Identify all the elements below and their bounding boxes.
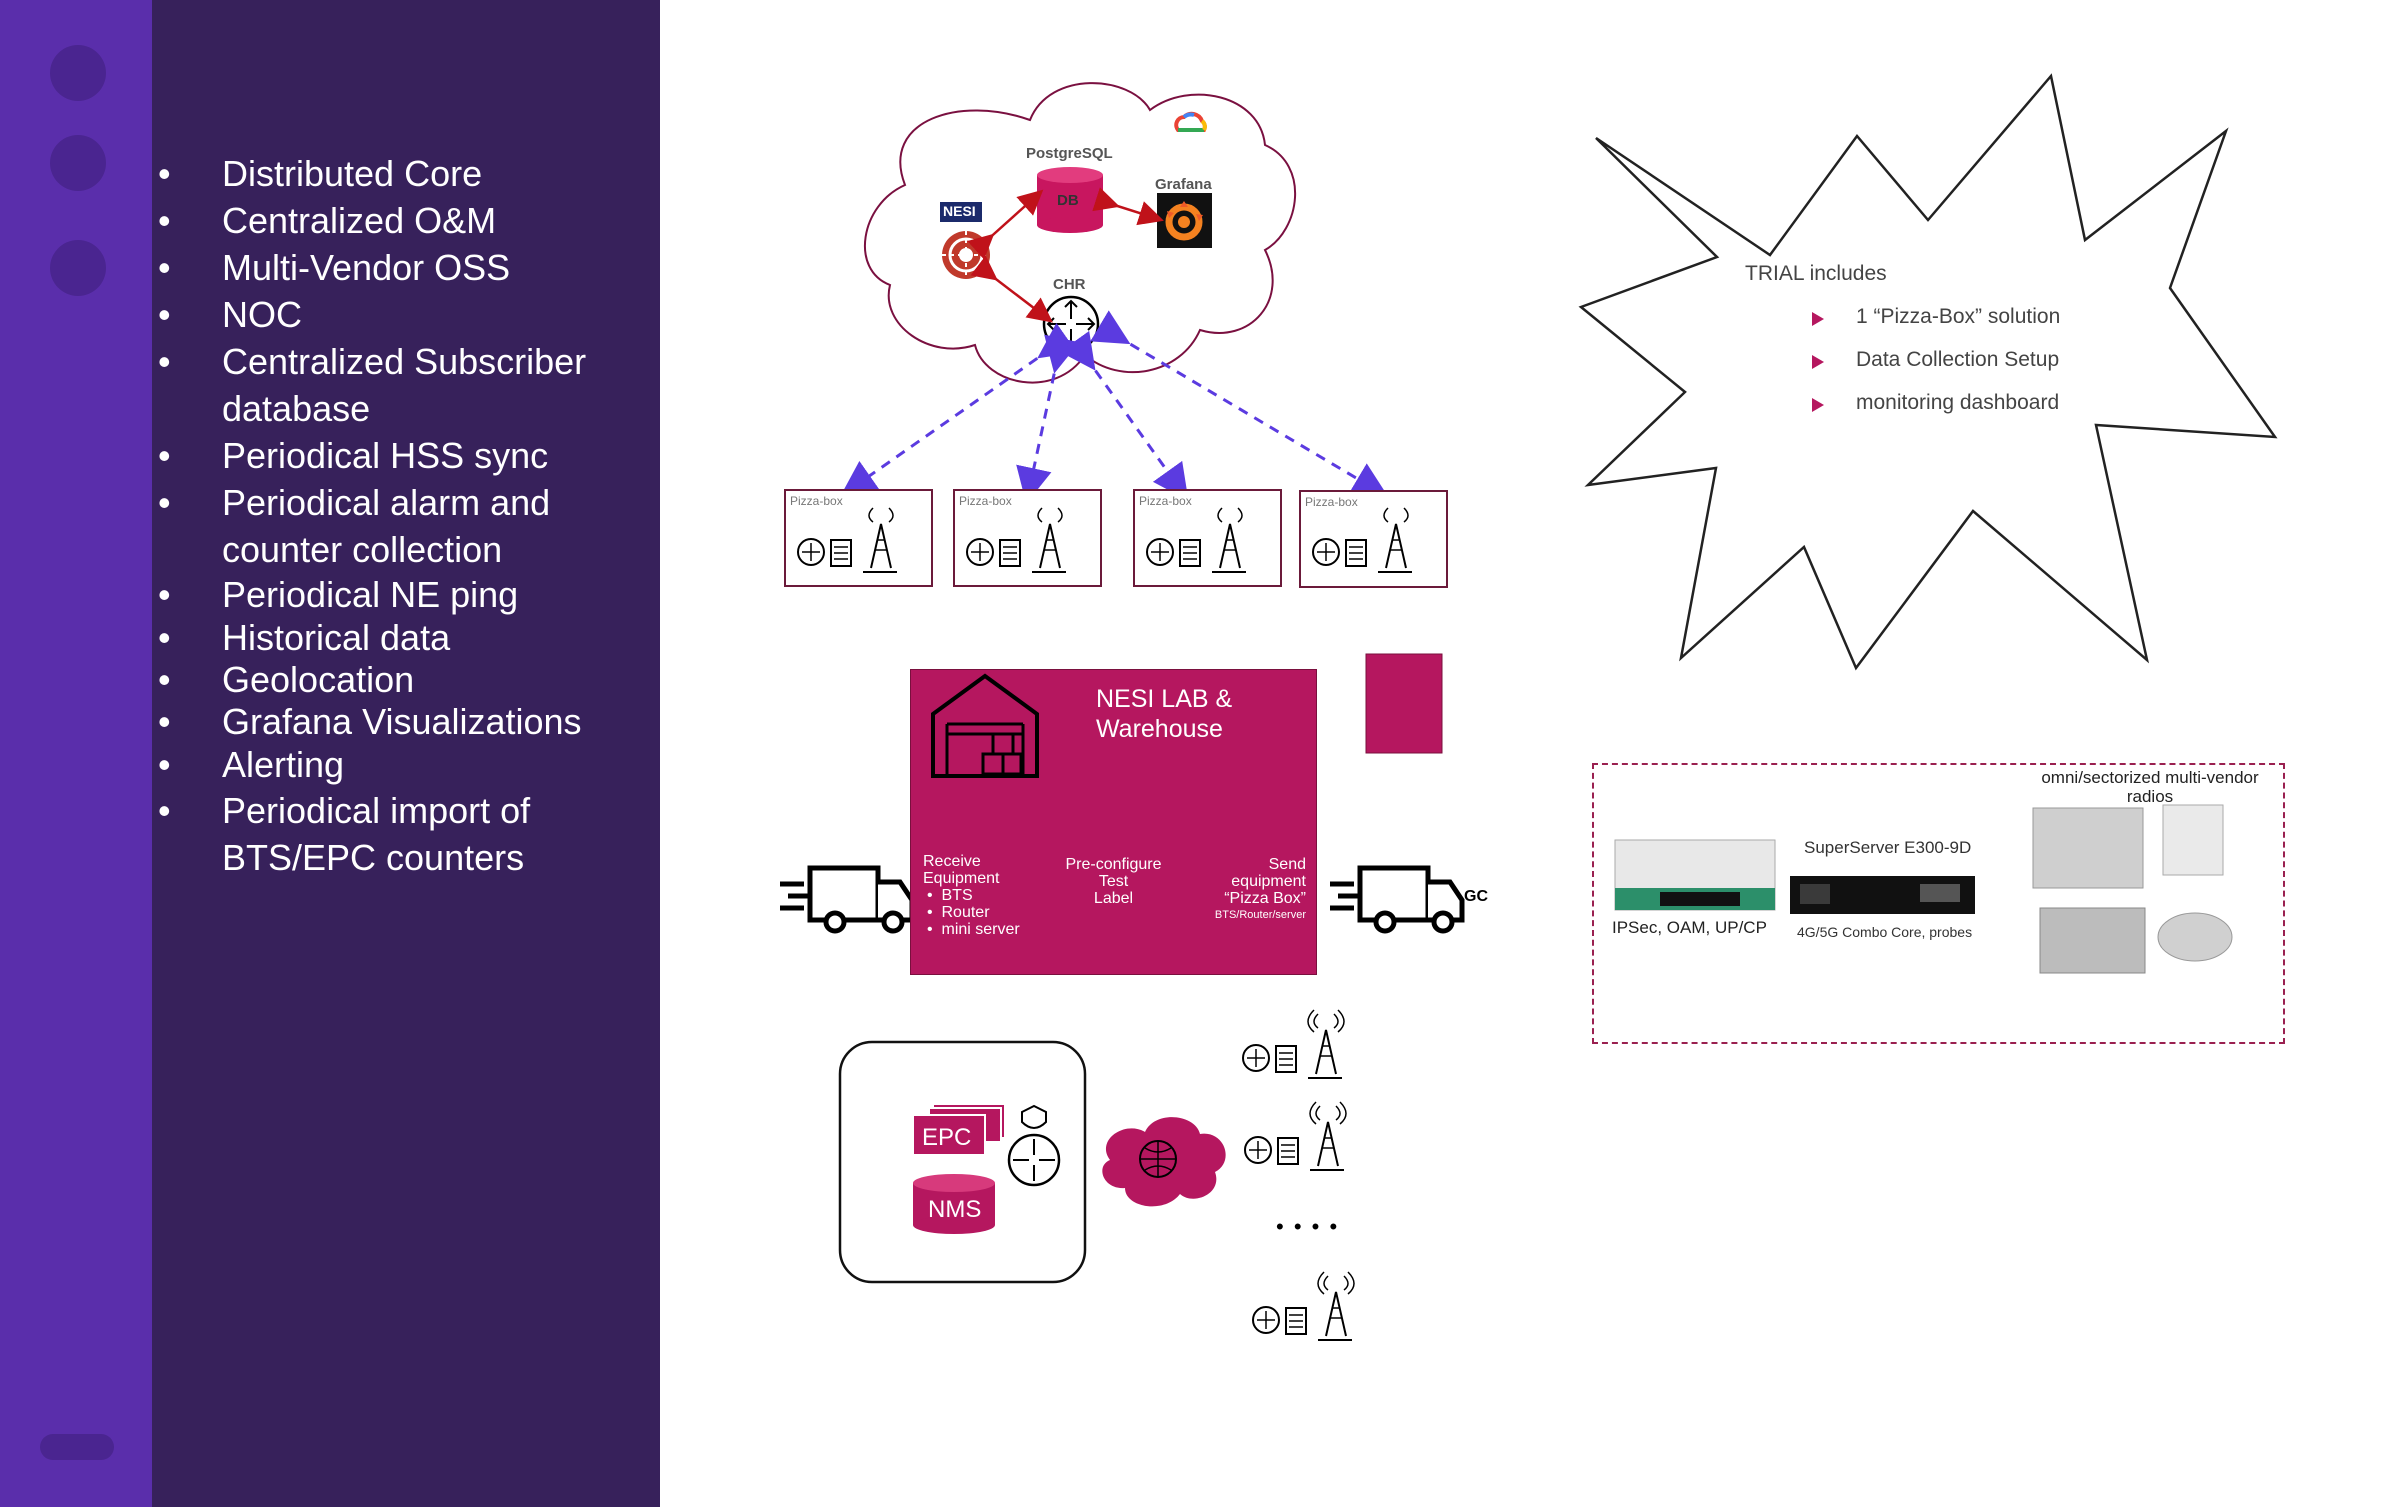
send-line: Send	[1268, 856, 1306, 873]
receive-item-text: mini server	[941, 921, 1020, 938]
feature-item: Distributed Core	[152, 150, 652, 197]
pizza-box-label: Pizza-box	[790, 494, 843, 508]
chr-router-icon	[1042, 295, 1100, 353]
router-hardware-image	[1614, 839, 1776, 911]
feature-item: Centralized Subscriber database	[152, 338, 652, 432]
left-decorative-strip	[0, 0, 152, 1507]
send-block: Send equipment “Pizza Box” BTS/Router/se…	[1176, 856, 1306, 924]
trial-item: monitoring dashboard	[1856, 391, 2060, 414]
feature-list: Distributed Core Centralized O&M Multi-V…	[152, 150, 652, 881]
feature-item: Periodical alarm and counter collection	[152, 479, 652, 573]
feature-item: Periodical import of BTS/EPC counters	[152, 787, 652, 881]
preconfig-line: Test	[1098, 873, 1129, 890]
vpn-router-icon	[1007, 1104, 1061, 1187]
db-label: DB	[1057, 192, 1079, 209]
trial-item: Data Collection Setup	[1856, 348, 2060, 371]
dashed-link-3	[1059, 330, 1189, 501]
pizza-box-2: Pizza-box	[953, 489, 1102, 587]
receive-item-text: BTS	[941, 887, 973, 904]
hardware-box	[1592, 763, 2285, 1044]
arrow-nesi-chr	[970, 255, 1053, 323]
pizza-box-label: Pizza-box	[1139, 494, 1192, 508]
preconfig-line: Pre-configure	[1065, 856, 1162, 873]
truck-left-icon	[780, 865, 915, 934]
trial-item: 1 “Pizza-Box” solution	[1856, 305, 2061, 328]
gc-label: GC	[1464, 888, 1488, 905]
receive-item: • BTS	[927, 887, 973, 904]
feature-item: Centralized O&M	[152, 197, 652, 244]
trial-bullet	[1812, 398, 1824, 412]
postgresql-label: PostgreSQL	[1026, 145, 1113, 162]
strip-pill	[40, 1434, 114, 1460]
feature-item: Geolocation	[152, 659, 652, 701]
receive-item-text: Router	[941, 904, 990, 921]
feature-item: Multi-Vendor OSS	[152, 244, 652, 291]
internet-cloud-icon	[1102, 1117, 1226, 1207]
trial-starburst	[1578, 73, 2278, 671]
receive-block: Receive Equipment • BTS • Router • mini …	[923, 853, 1033, 938]
more-sites-ellipsis: • • • •	[1276, 1214, 1340, 1239]
radio-hardware-image	[2032, 804, 2233, 974]
trial-bullet	[1812, 355, 1824, 369]
dashed-link-1	[840, 322, 1078, 497]
strip-dot	[50, 45, 106, 101]
feature-item: Historical data	[152, 617, 652, 659]
server-hardware-image	[1790, 876, 1975, 914]
grafana-icon	[1157, 193, 1212, 248]
trial-bullet	[1812, 312, 1824, 326]
feature-item: Periodical HSS sync	[152, 432, 652, 479]
radios-title: omni/sectorized multi-vendor radios	[2041, 768, 2259, 806]
truck-right-icon	[1330, 865, 1465, 934]
warehouse-title-line: Warehouse	[1096, 715, 1223, 743]
strip-dot	[50, 135, 106, 191]
receive-item: • mini server	[927, 921, 1020, 938]
epc-label: EPC	[922, 1124, 972, 1151]
strip-dot	[50, 240, 106, 296]
warehouse-box: NESI LAB & Warehouse Receive Equipment •…	[910, 669, 1317, 975]
arrow-db-grafana	[1092, 187, 1164, 226]
google-cloud-icon	[1174, 111, 1207, 132]
warehouse-title-line: NESI LAB &	[1096, 685, 1233, 713]
pizza-box-3: Pizza-box	[1133, 489, 1282, 587]
core-site-box	[838, 1040, 1087, 1284]
pizza-box-label: Pizza-box	[1305, 495, 1358, 509]
receive-item: • Router	[927, 904, 990, 921]
feature-item: Alerting	[152, 743, 652, 787]
send-line: “Pizza Box”	[1224, 890, 1306, 907]
nesi-label: NESI	[943, 203, 976, 219]
accent-square	[1365, 653, 1443, 754]
arrow-nesi-db	[967, 189, 1044, 260]
epc-stack-icon	[912, 1103, 1006, 1156]
feature-item: Grafana Visualizations	[152, 701, 652, 743]
chr-label: CHR	[1053, 276, 1086, 293]
send-sub: BTS/Router/server	[1214, 909, 1306, 921]
pizza-box-4: Pizza-box	[1299, 490, 1448, 588]
receive-title: Receive Equipment	[923, 853, 1000, 887]
grafana-label: Grafana	[1155, 176, 1212, 193]
feature-item: Periodical NE ping	[152, 573, 652, 617]
trial-title: TRIAL includes	[1745, 262, 1887, 285]
database-icon	[1037, 167, 1103, 233]
pizza-box-1: Pizza-box	[784, 489, 933, 587]
dashed-link-2	[1016, 334, 1080, 504]
nms-label: NMS	[928, 1196, 982, 1223]
router-caption: IPSec, OAM, UP/CP	[1612, 918, 1767, 937]
send-line: equipment	[1231, 873, 1306, 890]
preconfig-block: Pre-configure Test Label	[1051, 856, 1176, 907]
preconfig-line: Label	[1093, 890, 1134, 907]
warehouse-title: NESI LAB & Warehouse	[1096, 684, 1232, 744]
nms-cylinder-icon	[913, 1174, 995, 1234]
pizza-box-label: Pizza-box	[959, 494, 1012, 508]
server-caption: 4G/5G Combo Core, probes	[1797, 924, 1973, 940]
feature-item: NOC	[152, 291, 652, 338]
dashed-link-4	[1090, 310, 1389, 498]
server-title: SuperServer E300-9D	[1804, 838, 1972, 857]
